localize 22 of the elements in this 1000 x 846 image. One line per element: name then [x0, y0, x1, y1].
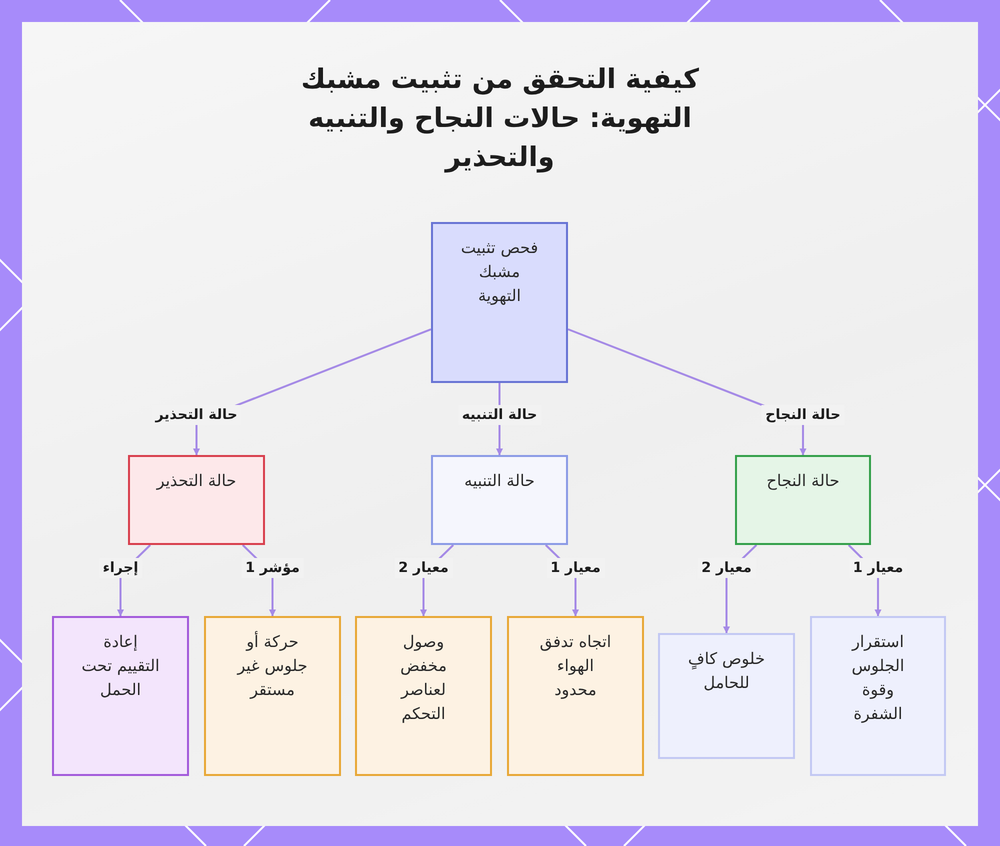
process-box — [431, 455, 568, 545]
process-box — [658, 633, 795, 759]
node-text: حالة التنبيه — [464, 470, 535, 492]
node-text: وصول مخفض لعناصر التحكم — [399, 631, 448, 725]
process-box — [128, 455, 265, 545]
diagram-title: كيفية التحقق من تثبيت مشبك التهوية: حالات النجاح والتنبيه والتحذير — [300, 63, 700, 175]
process-box — [204, 616, 341, 776]
node-text: استقرار الجلوس وقوة الشفرة — [850, 631, 906, 725]
process-box — [431, 222, 568, 383]
process-box — [52, 616, 189, 776]
process-box — [507, 616, 644, 776]
process-box — [355, 616, 492, 776]
process-box — [810, 616, 946, 776]
node-text: خلوص كافٍ للحامل — [687, 648, 766, 694]
node-text: اتجاه تدفق الهواء محدود — [538, 631, 612, 701]
node-text: إعادة التقييم تحت الحمل — [80, 631, 160, 701]
node-text: حالة النجاح — [766, 470, 840, 492]
process-box — [735, 455, 871, 545]
node-text: حركة أو جلوس غير مستقر — [236, 630, 309, 701]
node-text: فحص تثبيت مشبك التهوية — [460, 237, 540, 307]
node-text: حالة التحذير — [156, 470, 236, 492]
edge-label: حالة التحذير — [152, 405, 242, 425]
